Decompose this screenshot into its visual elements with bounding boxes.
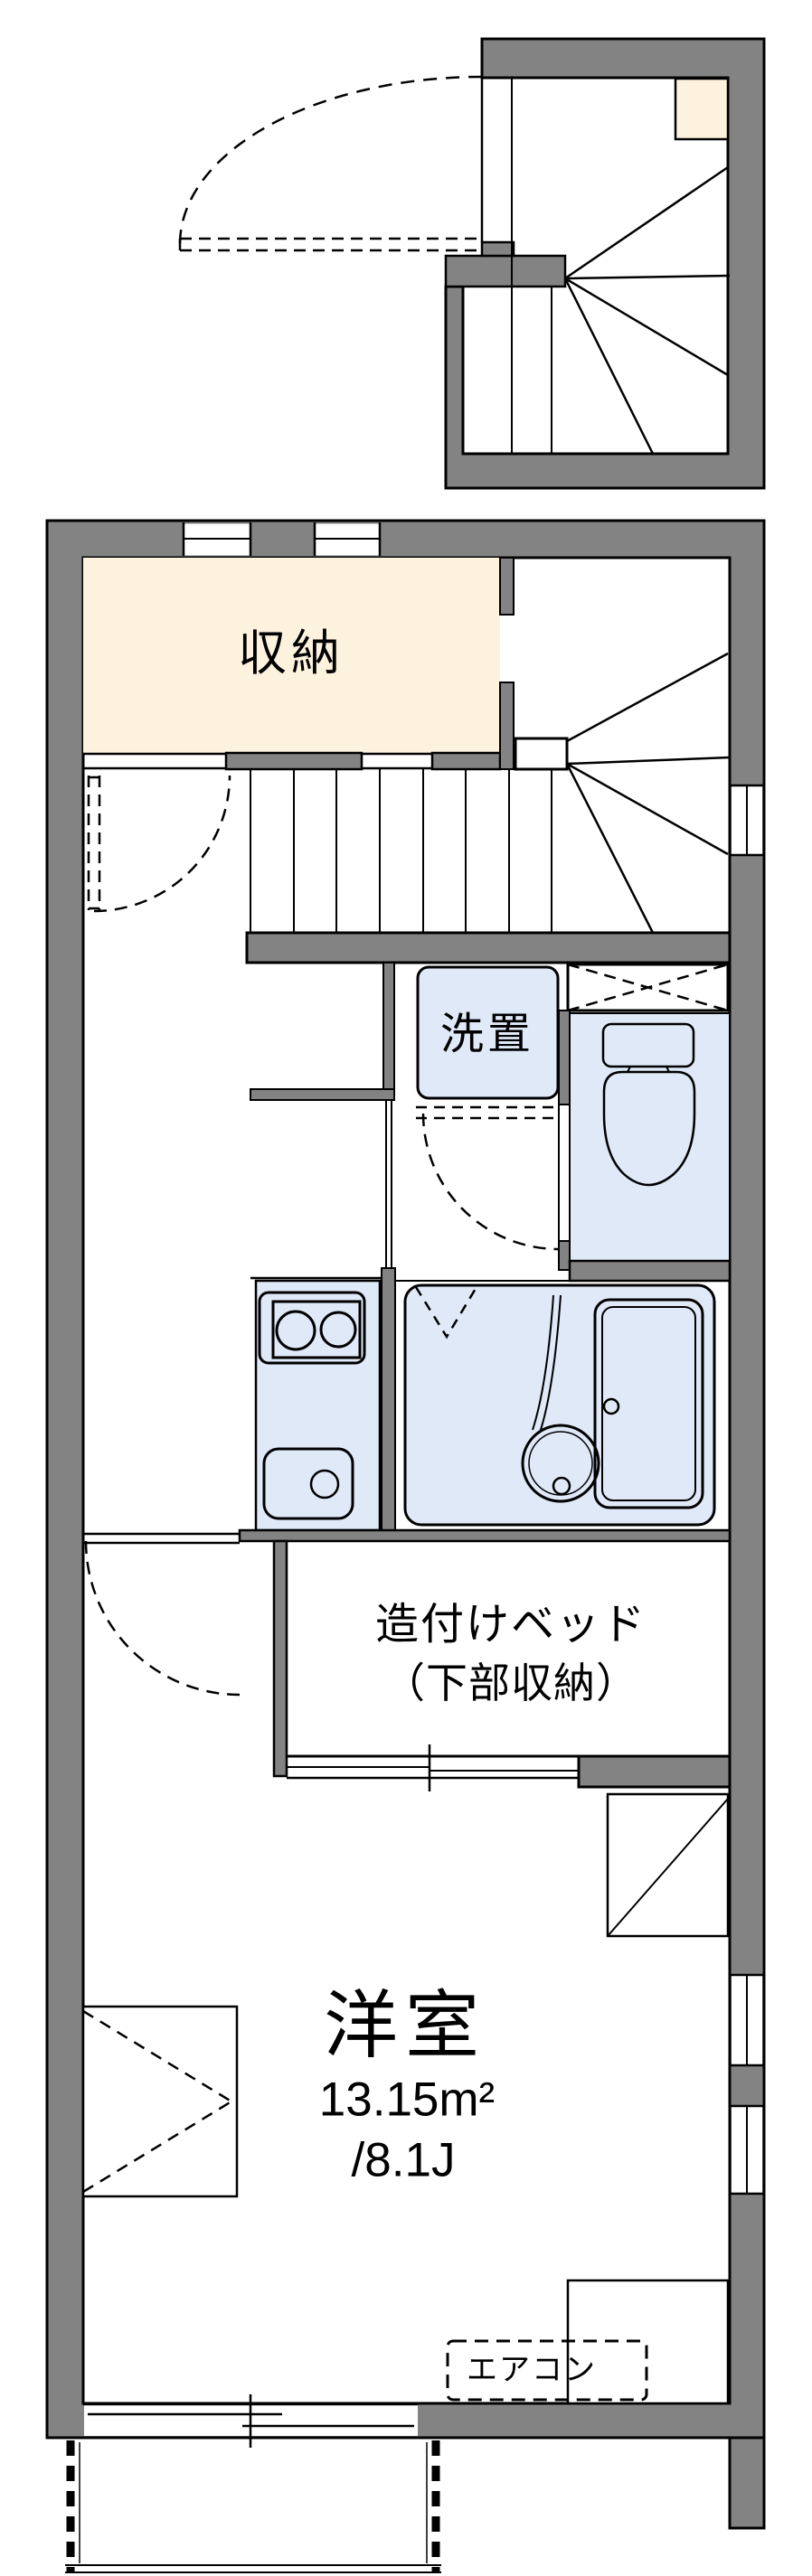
bath-door-dashes: [414, 1286, 478, 1340]
void-diagonal: [607, 1798, 729, 1937]
room-label-bed-line2: （下部収納）: [383, 1659, 638, 1706]
bay-window-box: [81, 2005, 239, 2198]
window-frame: [730, 1973, 764, 2067]
staircase-2f: [245, 652, 732, 964]
balcony-inner-lines: [79, 2442, 428, 2563]
toilet-door: [560, 1105, 569, 1241]
lower-hall-wall: [83, 1528, 732, 1697]
bathroom-floor: [403, 1283, 716, 1527]
bottom-window: [83, 2394, 418, 2448]
balcony: [65, 2440, 441, 2573]
bed-room: [272, 1539, 732, 1791]
wall-segment: [224, 751, 364, 771]
washroom-walls: [250, 962, 396, 1535]
stair-bottom-wall: [245, 931, 732, 964]
wall-segment: [430, 751, 502, 771]
room-label-washer: 洗置: [439, 1011, 535, 1058]
bathtub-icon: [593, 1298, 704, 1509]
sink-icon: [262, 1447, 354, 1520]
stove-icon: [258, 1291, 366, 1365]
stair-treads: [250, 769, 552, 933]
top-wall-windows: [182, 522, 382, 556]
wall-segment: [238, 1528, 732, 1543]
window-frame: [730, 784, 764, 857]
entrance-door: [178, 75, 483, 252]
shelf-cross-dashes: [567, 963, 729, 1012]
door-swing-arc: [93, 775, 231, 913]
right-wall-windows: [730, 784, 764, 2195]
bay-box: [81, 2005, 239, 2198]
hall-door: [87, 775, 231, 913]
door-swing-arc: [84, 1540, 241, 1697]
toilet-floor: [569, 1012, 731, 1262]
wall-segment: [382, 962, 395, 1101]
door-swing-arc: [178, 75, 483, 245]
entrance-stair-block: [178, 37, 766, 490]
room-area-tatami: /8.1J: [351, 2133, 456, 2187]
toilet-icon: [601, 1022, 696, 1187]
room-label-bed-line1: 造付けベッド: [374, 1601, 647, 1649]
kitchen-bath-divider: [381, 1267, 396, 1535]
toilet-door-jambs: [560, 1104, 569, 1242]
sliding-sash-lines: [287, 1766, 579, 1772]
wall-segment: [499, 682, 515, 770]
room-label-storage: 収納: [238, 626, 345, 681]
stair-winders: [565, 652, 731, 934]
shelf-crossed-box: [566, 963, 730, 1012]
refrigerator-space: [606, 1792, 730, 1938]
aircon-box: [446, 2339, 648, 2402]
wall-segment: [577, 1754, 732, 1789]
washroom-door: [416, 1105, 560, 1251]
wall-segment: [568, 1259, 732, 1283]
stair-winders: [563, 165, 731, 455]
door-leaf-dashed: [178, 237, 479, 252]
entrance-hub-wall: [444, 254, 567, 288]
doorway-header: [83, 1532, 240, 1545]
label-aircon: エアコン: [467, 2353, 597, 2387]
door-leaf-dashed: [87, 776, 101, 910]
washbasin-icon: [521, 1294, 600, 1503]
room-area-sqm: 13.15m²: [318, 2073, 496, 2127]
storage-floor: [83, 558, 500, 753]
right-wall-extension: [728, 2436, 766, 2530]
storage-room: [83, 557, 515, 771]
stair-treads: [511, 78, 552, 454]
entrance-step: [480, 240, 515, 258]
room-label-western-room: 洋室: [323, 1985, 487, 2067]
opening-tracks: [83, 752, 432, 770]
thin-partition: [385, 1100, 392, 1268]
door-track-dashed: [416, 1105, 553, 1120]
window-frame: [730, 2104, 764, 2195]
door-swing-arc: [421, 1113, 560, 1251]
staircase-1f: [511, 78, 731, 455]
bay-chevron-dashes: [82, 2009, 232, 2194]
wall-segment: [272, 1539, 288, 1778]
entrance-closet: [674, 77, 730, 141]
stair-newel-box: [514, 737, 569, 771]
balcony-bottom-rail: [65, 2564, 441, 2573]
wall-segment: [250, 1088, 395, 1101]
bathroom: [395, 1280, 716, 1527]
kitchen: [250, 1276, 382, 1532]
toilet-room: [558, 1010, 732, 1283]
wall-segment: [499, 557, 515, 616]
